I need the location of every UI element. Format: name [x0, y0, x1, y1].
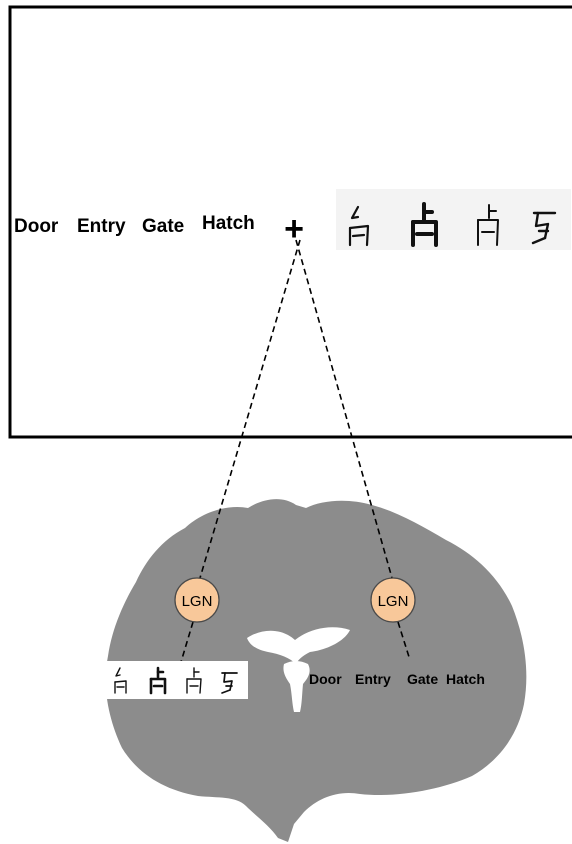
fixation-cross: + — [284, 210, 304, 248]
top-word-gate: Gate — [142, 216, 184, 237]
right-lgn-label: LGN — [378, 593, 409, 610]
right-lgn-to-cortex — [397, 621, 411, 661]
bottom-word-hatch: Hatch — [446, 671, 485, 687]
archaic-character-2-icon — [411, 202, 438, 247]
right-lgn-node: LGN — [370, 577, 416, 623]
left-lgn-node: LGN — [174, 577, 220, 623]
visual-pathways — [180, 239, 411, 663]
top-glyph-strip — [336, 189, 571, 250]
bottom-word-door: Door — [309, 671, 342, 687]
bottom-glyph-strip — [102, 661, 248, 699]
top-word-hatch: Hatch — [202, 213, 255, 234]
top-word-entry: Entry — [77, 216, 126, 237]
archaic-character-4-icon — [531, 211, 557, 245]
left-lgn-to-cortex — [180, 621, 194, 663]
third-ventricle — [283, 661, 310, 712]
lateral-ventricles — [247, 627, 350, 664]
pathway-to-right-lgn — [295, 239, 393, 579]
bottom-word-entry: Entry — [355, 671, 391, 687]
top-word-door: Door — [14, 216, 59, 237]
archaic-character-1-icon — [114, 667, 127, 694]
display-frame — [8, 5, 572, 439]
bottom-word-gate: Gate — [407, 671, 438, 687]
archaic-character-2-icon — [149, 666, 167, 695]
archaic-character-3-icon — [477, 204, 499, 246]
archaic-character-1-icon — [348, 205, 370, 247]
pathway-to-left-lgn — [199, 239, 301, 579]
archaic-character-3-icon — [186, 667, 202, 694]
left-lgn-label: LGN — [182, 593, 213, 610]
archaic-character-4-icon — [221, 672, 238, 694]
